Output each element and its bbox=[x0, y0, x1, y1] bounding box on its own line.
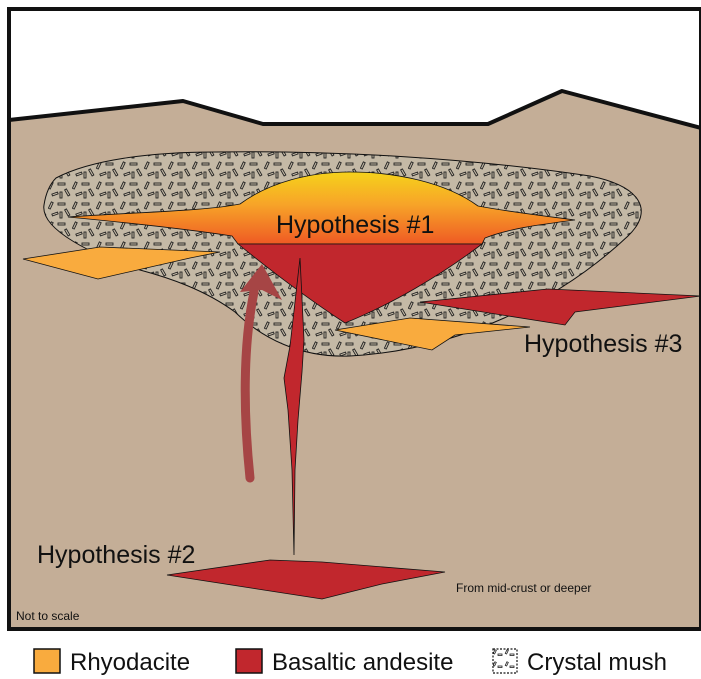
source-note: From mid-crust or deeper bbox=[456, 581, 591, 595]
legend-swatch-crystal-mush bbox=[493, 649, 517, 673]
hypothesis-3-label: Hypothesis #3 bbox=[524, 330, 682, 358]
scale-note: Not to scale bbox=[16, 609, 80, 623]
hypothesis-2-label: Hypothesis #2 bbox=[37, 541, 195, 569]
legend-swatch-rhyodacite bbox=[34, 649, 60, 673]
legend-swatch-basaltic-andesite bbox=[236, 649, 262, 673]
hypothesis-1-label: Hypothesis #1 bbox=[276, 211, 434, 239]
legend-label-basaltic-andesite: Basaltic andesite bbox=[272, 649, 453, 676]
legend-label-crystal-mush: Crystal mush bbox=[527, 649, 667, 676]
legend: Rhyodacite Basaltic andesite Crystal mus… bbox=[34, 649, 667, 676]
legend-label-rhyodacite: Rhyodacite bbox=[70, 649, 190, 676]
